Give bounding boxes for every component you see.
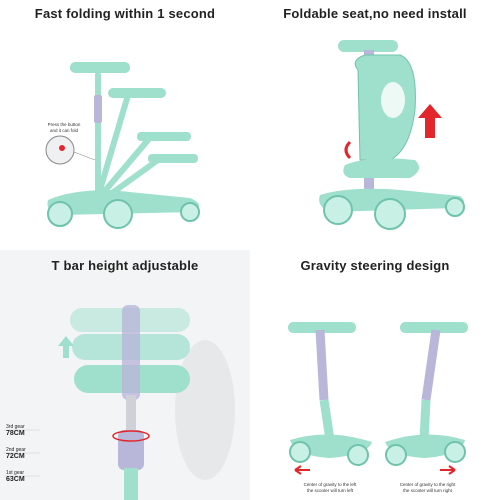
gear-3rd: 3rd gear 78CM <box>6 424 25 437</box>
panel-fast-folding: Fast folding within 1 second Press the b… <box>0 0 250 250</box>
panel-title: Gravity steering design <box>300 258 450 273</box>
steering-illustration <box>250 250 500 500</box>
tbar-illustration <box>0 250 250 500</box>
button-callout-text: Press the button and it can fold <box>47 122 81 133</box>
seat-scooter-illustration <box>250 0 500 250</box>
panel-title: Fast folding within 1 second <box>34 6 216 21</box>
panel-title: T bar height adjustable <box>51 258 199 273</box>
left-arrow-icon <box>294 465 310 475</box>
up-arrow-icon <box>58 336 74 358</box>
panel-gravity-steering: Gravity steering design Center of gravit… <box>250 250 500 500</box>
panel-title: Foldable seat,no need install <box>283 6 467 21</box>
panel-foldable-seat: Foldable seat,no need install <box>250 0 500 250</box>
caption-left: Center of gravity to the left the scoote… <box>303 482 357 493</box>
caption-right: Center of gravity to the right the scoot… <box>399 482 456 493</box>
handlebar-1 <box>70 62 130 73</box>
gear-2nd: 2nd gear 72CM <box>6 447 26 460</box>
panel-tbar-height: T bar height adjustable 3rd gear 78CM 2n… <box>0 250 250 500</box>
right-arrow-icon <box>440 465 456 475</box>
folding-scooter-illustration <box>0 0 250 250</box>
gear-1st: 1st gear 63CM <box>6 470 25 483</box>
up-arrow-icon <box>418 104 442 138</box>
